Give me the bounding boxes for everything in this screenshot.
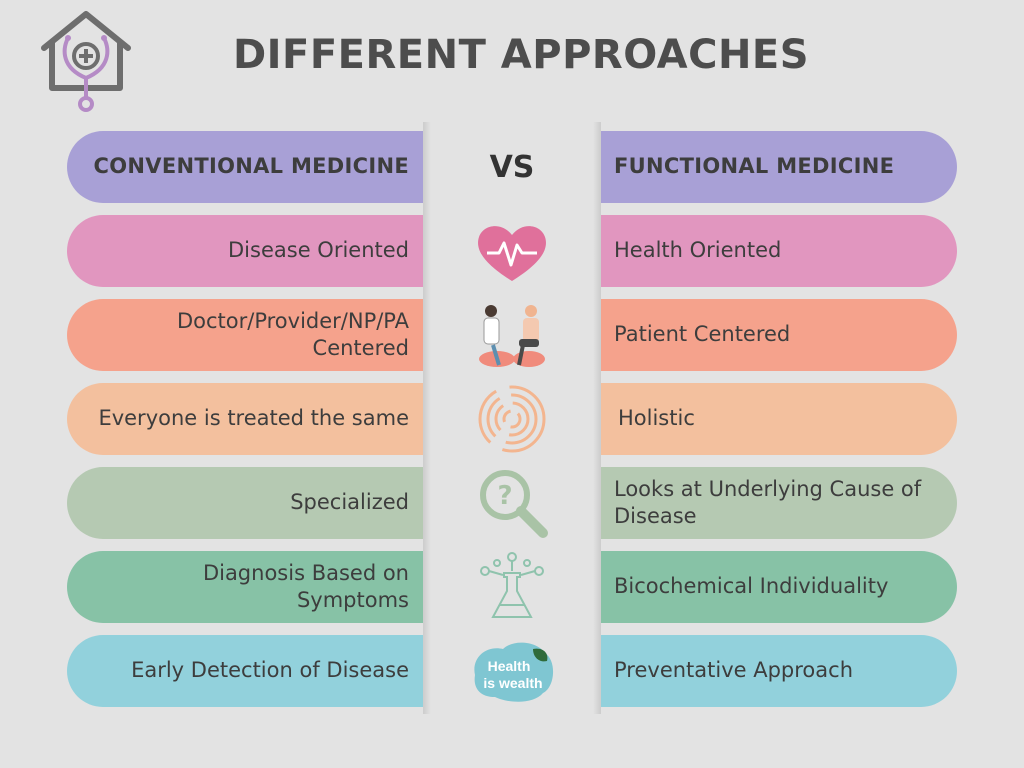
house-stethoscope-logo-icon <box>41 11 131 112</box>
row-right-label: Looks at Underlying Cause of Disease <box>614 476 922 528</box>
svg-text:?: ? <box>497 481 512 511</box>
left-column-shadow <box>423 122 431 714</box>
conventional-medicine-header: CONVENTIONAL MEDICINE <box>67 131 423 203</box>
functional-row-health-oriented: Health Oriented <box>601 215 957 287</box>
spiral-icon <box>478 385 546 453</box>
row-right-label: Health Oriented <box>614 238 782 263</box>
row-left-label: Diagnosis Based on Symptoms <box>202 560 409 612</box>
row-right-label: Patient Centered <box>614 322 791 347</box>
functional-row-patient-centered: Patient Centered <box>601 299 957 371</box>
functional-row-preventative: Preventative Approach <box>601 635 957 707</box>
row-left-label: Disease Oriented <box>228 238 409 263</box>
conventional-row-specialized: Specialized <box>67 467 423 539</box>
header-left-label: CONVENTIONAL MEDICINE <box>93 154 409 179</box>
right-column-shadow <box>593 122 601 714</box>
heart-pulse-icon <box>478 226 546 281</box>
functional-medicine-header: FUNCTIONAL MEDICINE <box>601 131 957 203</box>
row-left-label: Specialized <box>290 490 409 515</box>
row-left-label: Early Detection of Disease <box>131 658 409 683</box>
page-title: DIFFERENT APPROACHES <box>232 32 810 78</box>
conventional-row-early-detection: Early Detection of Disease <box>67 635 423 707</box>
conventional-row-provider-centered: Doctor/Provider/NP/PA Centered <box>67 299 423 371</box>
vs-label: VS <box>489 149 535 185</box>
functional-row-holistic: Holistic <box>601 383 957 455</box>
doctor-patient-icon <box>479 305 545 367</box>
badge-line2: is wealth <box>483 675 542 691</box>
health-is-wealth-icon: Health is wealth <box>474 642 554 702</box>
conventional-row-disease-oriented: Disease Oriented <box>67 215 423 287</box>
row-left-label: Everyone is treated the same <box>98 406 409 431</box>
row-right-label: Holistic <box>618 406 695 431</box>
badge-line1: Health <box>488 658 531 674</box>
row-right-label: Preventative Approach <box>614 658 854 683</box>
conventional-row-diagnosis-symptoms: Diagnosis Based on Symptoms <box>67 551 423 623</box>
magnifier-question-icon: ? <box>480 470 548 538</box>
functional-row-underlying-cause: Looks at Underlying Cause of Disease <box>601 467 957 539</box>
row-right-label: Bicochemical Individuality <box>614 574 889 599</box>
row-left-label: Doctor/Provider/NP/PA Centered <box>176 308 409 360</box>
functional-row-biochemical-individuality: Bicochemical Individuality <box>601 551 957 623</box>
conventional-row-treated-same: Everyone is treated the same <box>67 383 423 455</box>
header-right-label: FUNCTIONAL MEDICINE <box>614 154 895 179</box>
flask-molecule-icon <box>480 552 544 618</box>
